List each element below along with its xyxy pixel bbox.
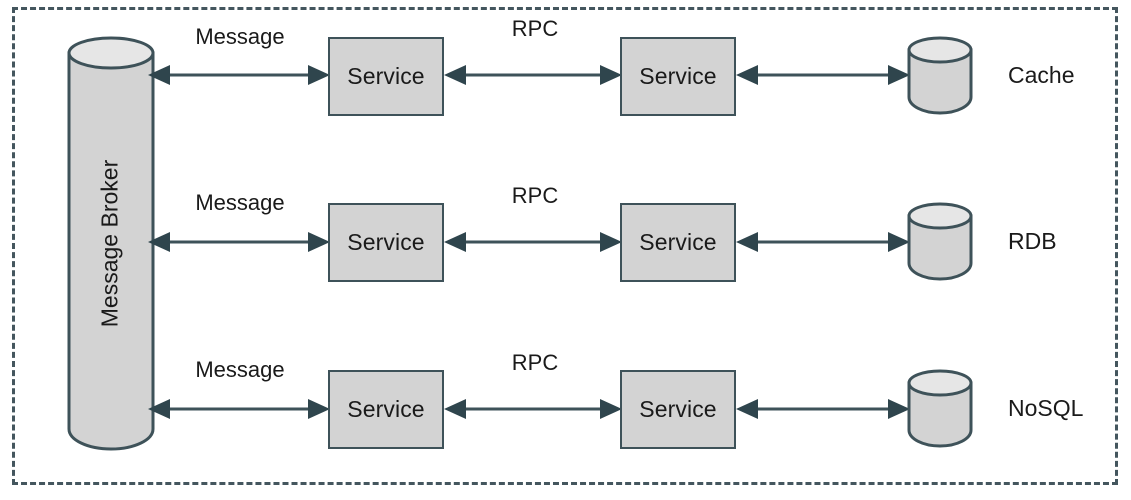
- edge-service-to-store-row2: [736, 229, 910, 255]
- edge-service-to-store-row1: [736, 62, 910, 88]
- service-box-row2-right[interactable]: Service: [620, 203, 736, 282]
- service-box-label: Service: [639, 63, 717, 89]
- edge-broker-to-service-row2: [148, 229, 330, 255]
- edge-service-to-service-row2: [444, 229, 622, 255]
- service-box-row2-left[interactable]: Service: [328, 203, 444, 282]
- store-label-nosql: NoSQL: [1008, 395, 1084, 421]
- service-box-row1-right[interactable]: Service: [620, 37, 736, 116]
- system-boundary: [12, 7, 1118, 485]
- edge-broker-to-service-row1: [148, 62, 330, 88]
- service-box-label: Service: [347, 396, 425, 422]
- edge-service-to-store-row3: [736, 396, 910, 422]
- store-label-cache: Cache: [1008, 62, 1075, 88]
- service-box-label: Service: [639, 396, 717, 422]
- service-box-row3-right[interactable]: Service: [620, 370, 736, 449]
- store-cylinder-rdb: [906, 201, 974, 285]
- edge-label-message-row1: Message: [195, 24, 285, 49]
- edge-label-rpc-row2: RPC: [511, 183, 559, 208]
- edge-label-message-row3: Message: [195, 357, 285, 382]
- service-box-row1-left[interactable]: Service: [328, 37, 444, 116]
- service-box-row3-left[interactable]: Service: [328, 370, 444, 449]
- edge-label-rpc-row1: RPC: [511, 16, 559, 41]
- service-box-label: Service: [639, 229, 717, 255]
- edge-service-to-service-row1: [444, 62, 622, 88]
- edge-service-to-service-row3: [444, 396, 622, 422]
- store-label-rdb: RDB: [1008, 228, 1057, 254]
- service-box-label: Service: [347, 63, 425, 89]
- edge-broker-to-service-row3: [148, 396, 330, 422]
- edge-label-rpc-row3: RPC: [511, 350, 559, 375]
- edge-label-message-row2: Message: [195, 190, 285, 215]
- store-cylinder-nosql: [906, 368, 974, 452]
- service-box-label: Service: [347, 229, 425, 255]
- message-broker-label: Message Broker: [96, 159, 123, 328]
- message-broker-cylinder: [66, 35, 156, 453]
- store-cylinder-cache: [906, 35, 974, 119]
